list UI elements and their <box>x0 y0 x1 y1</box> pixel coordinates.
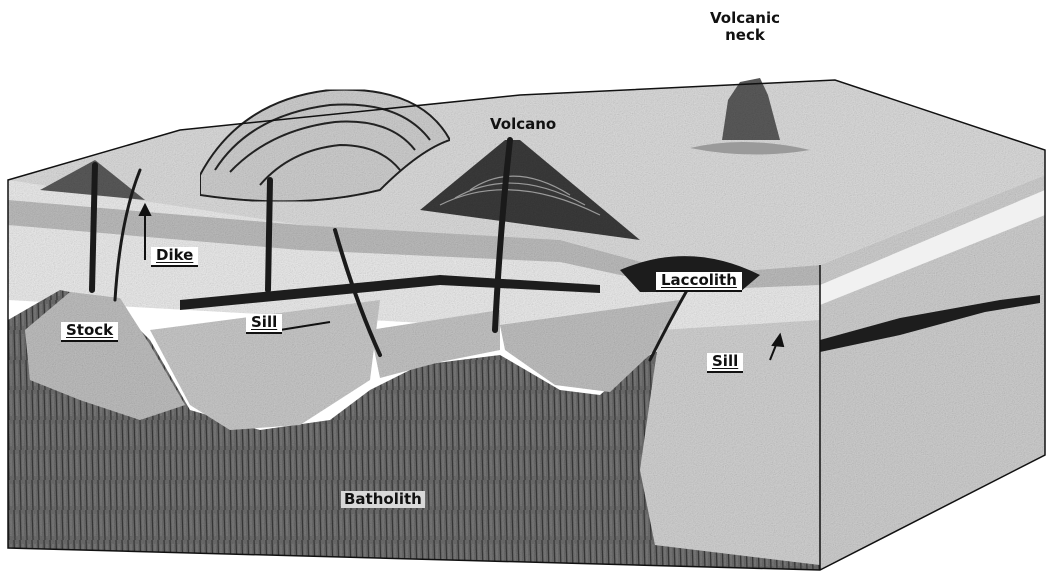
label-sill-left: Sill <box>246 314 282 334</box>
label-volcanic-neck-line2: neck <box>725 26 765 44</box>
label-sill-right: Sill <box>707 353 743 373</box>
label-volcano: Volcano <box>490 117 556 132</box>
label-batholith: Batholith <box>341 491 425 508</box>
label-dike: Dike <box>151 247 198 267</box>
label-volcanic-neck: Volcanic neck <box>707 10 783 44</box>
label-volcanic-neck-line1: Volcanic <box>710 9 780 27</box>
label-stock: Stock <box>61 322 118 342</box>
label-laccolith: Laccolith <box>656 272 742 292</box>
